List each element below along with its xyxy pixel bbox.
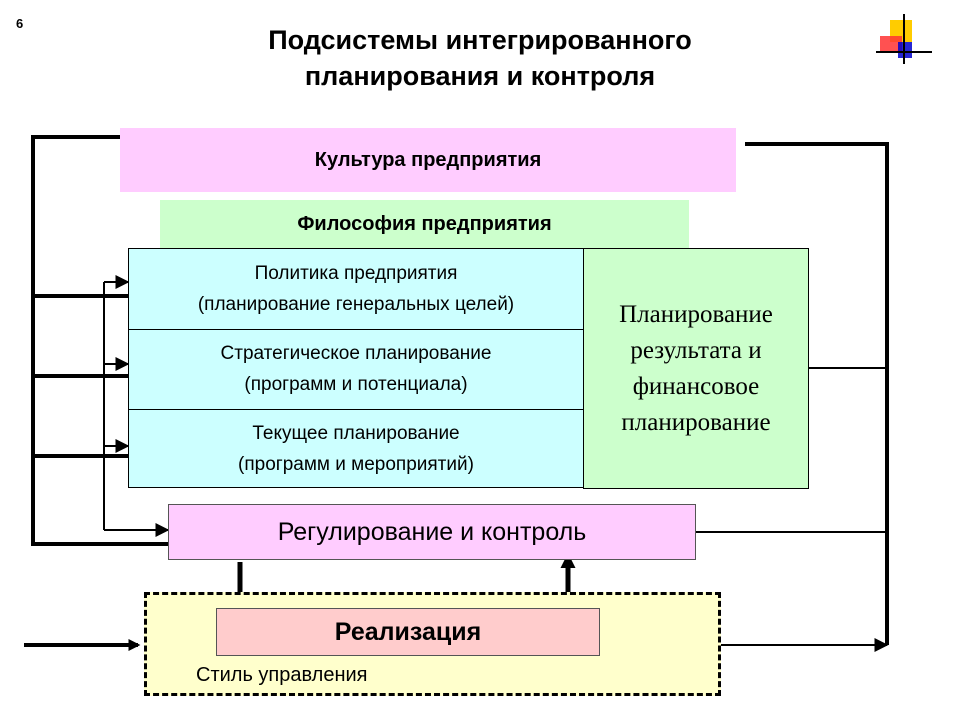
financial-planning-line-2: результата и [630,336,762,364]
realization-box: Реализация [216,608,600,656]
strategic-planning-title: Стратегическое планирование [220,343,492,364]
culture-box: Культура предприятия [120,128,736,192]
policy-planning-row: Политика предприятия (планирование генер… [129,249,583,330]
planning-levels-block: Политика предприятия (планирование генер… [128,248,584,488]
left-outer-loop-line [31,135,168,546]
financial-planning-line-1: Планирование [619,300,773,328]
policy-planning-title: Политика предприятия [254,263,458,284]
current-planning-title: Текущее планирование [252,423,460,444]
crossed-squares-logo-icon [876,14,932,64]
slide-number: 6 [16,16,24,31]
financial-planning-line-4: планирование [621,408,771,436]
right-outer-loop-line [745,142,889,645]
financial-planning-box: Планирование результата и финансовое пла… [583,248,809,489]
management-style-label: Стиль управления [196,664,368,686]
strategic-planning-subtitle: (программ и потенциала) [244,374,468,395]
slide-title-line-2: планирования и контроля [304,61,656,91]
control-box: Регулирование и контроль [168,504,696,560]
current-planning-row: Текущее планирование (программ и меропри… [129,409,583,489]
current-planning-subtitle: (программ и мероприятий) [238,454,474,475]
policy-planning-subtitle: (планирование генеральных целей) [197,294,515,315]
slide-title-line-1: Подсистемы интегрированного [268,25,692,55]
financial-planning-line-3: финансовое [632,372,760,400]
strategic-planning-row: Стратегическое планирование (программ и … [129,329,583,410]
slide-title: Подсистемы интегрированного планирования… [180,22,780,94]
philosophy-box: Философия предприятия [160,200,689,248]
